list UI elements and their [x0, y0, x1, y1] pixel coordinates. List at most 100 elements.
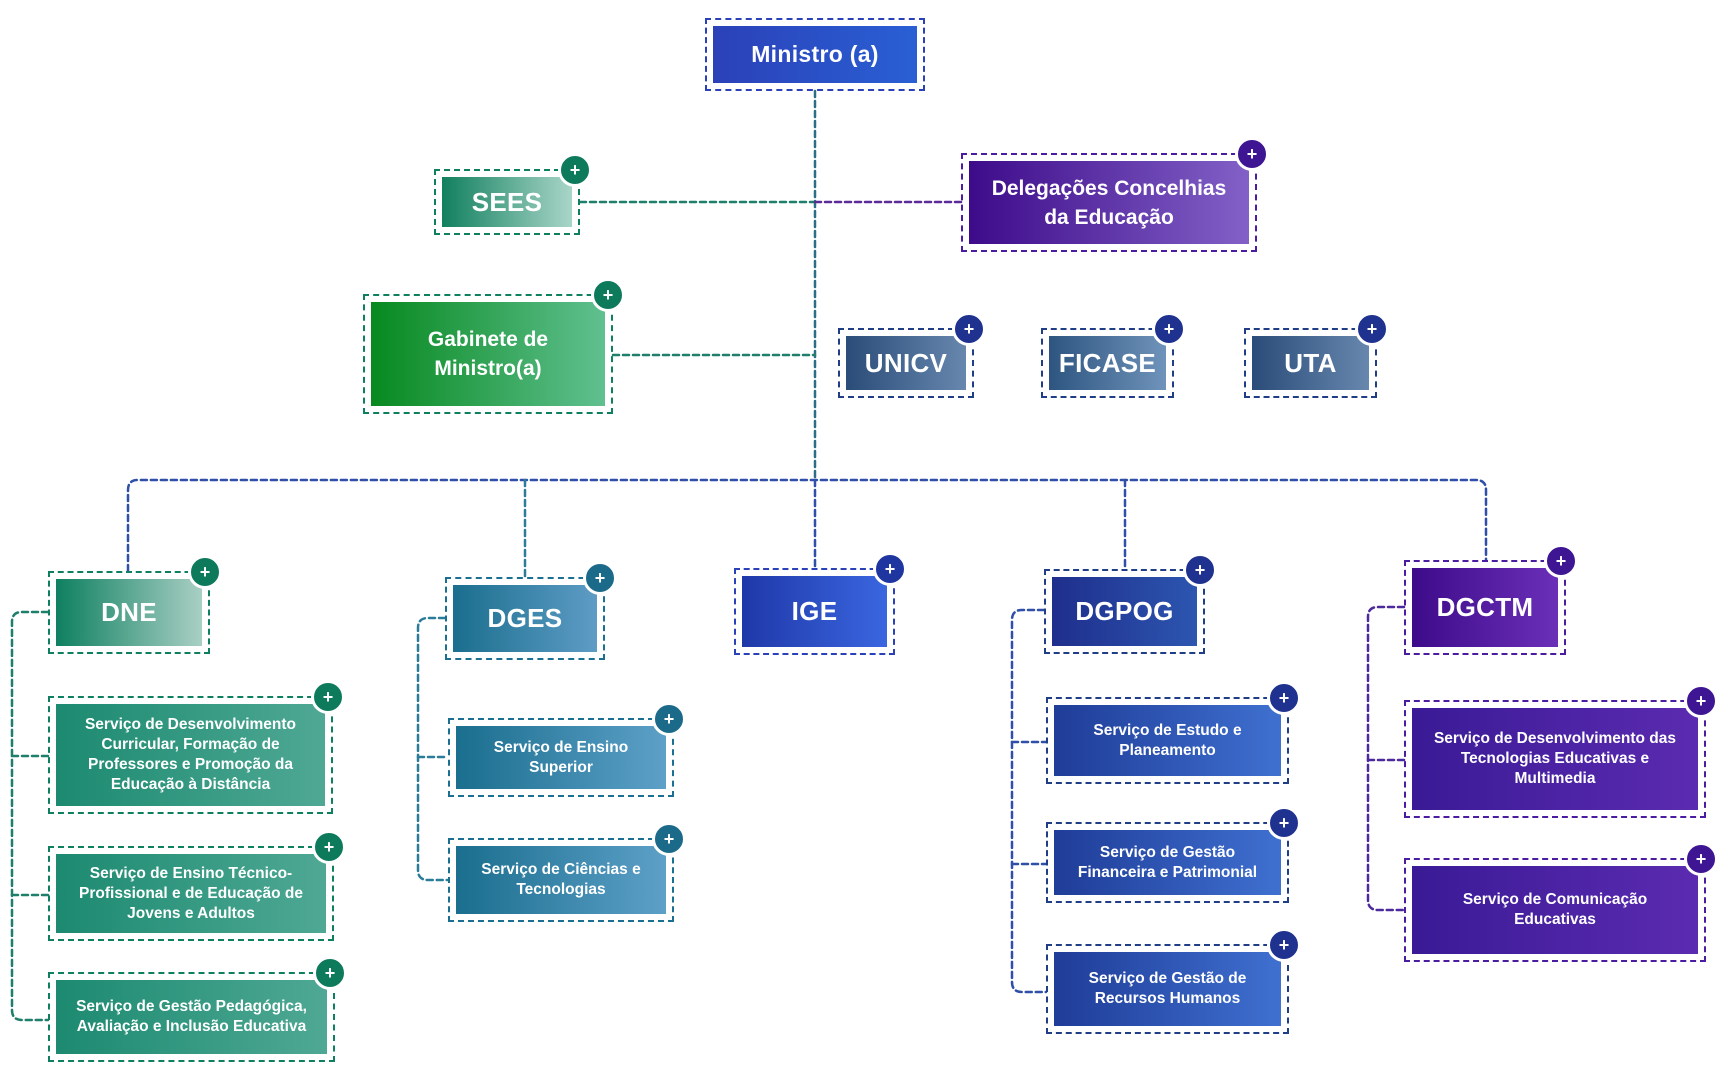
node-dgctm[interactable]: DGCTM + — [1404, 544, 1578, 655]
node-label: Serviço de Gestão Financeira e Patrimoni… — [1077, 843, 1258, 881]
node-frame — [1404, 700, 1706, 818]
expand-plus-icon[interactable]: + — [652, 702, 686, 736]
node-label: Serviço de Ensino Técnico-Profissional e… — [79, 864, 303, 922]
expand-plus-icon[interactable]: + — [591, 278, 625, 312]
node-label: Serviço de Gestão de Recursos Humanos — [1088, 970, 1247, 1007]
node-frame — [48, 972, 335, 1062]
node-sees[interactable]: SEES+ — [434, 153, 592, 235]
node-frame — [48, 571, 210, 654]
node-label: Serviço de Comunicação Educativas — [1462, 891, 1648, 928]
node-dgpog-servico-3[interactable]: Serviço de Gestão de Recursos Humanos + — [1046, 928, 1301, 1034]
node-frame — [734, 568, 895, 655]
node-dges[interactable]: DGES + — [445, 561, 617, 660]
node-label: UNICV — [864, 347, 948, 378]
node-box: DGCTM — [1412, 568, 1558, 647]
expand-plus-icon[interactable]: + — [188, 555, 222, 589]
dges-children-line — [416, 616, 450, 882]
expand-plus-icon[interactable]: + — [312, 830, 346, 864]
node-dne[interactable]: DNE+ — [48, 555, 222, 654]
expand-plus-icon[interactable]: + — [1684, 842, 1718, 876]
node-label: Serviço de Desenvolvimento Curricular, F… — [84, 716, 297, 793]
expand-plus-icon[interactable]: + — [873, 552, 907, 586]
expand-plus-icon[interactable]: + — [1684, 684, 1718, 718]
node-label: Serviço de Gestão Pedagógica, Avaliação … — [76, 998, 307, 1035]
expand-plus-icon[interactable]: + — [1355, 312, 1389, 346]
expand-plus-icon[interactable]: + — [652, 822, 686, 856]
node-frame — [838, 328, 974, 398]
node-uta[interactable]: UTA + — [1244, 312, 1389, 398]
node-frame — [363, 294, 613, 414]
node-box: Serviço de Desenvolvimento das Tecnologi… — [1412, 708, 1698, 810]
node-ige[interactable]: IGE+ — [734, 552, 907, 655]
node-box: IGE — [742, 576, 887, 647]
expand-plus-icon[interactable]: + — [313, 956, 347, 990]
node-box: Gabinete de Ministro(a) — [371, 302, 605, 406]
node-label: Gabinete de Ministro(a) — [427, 328, 549, 380]
node-box: UTA — [1252, 336, 1369, 390]
node-box: Serviço de Gestão Pedagógica, Avaliação … — [56, 980, 327, 1054]
node-box: Ministro (a) — [713, 26, 917, 83]
expand-plus-icon[interactable]: + — [1183, 553, 1217, 587]
node-gabinete[interactable]: Gabinete de Ministro(a) + — [363, 278, 625, 414]
node-label: UTA — [1284, 347, 1337, 378]
node-label: Serviço de Estudo e Planeamento — [1093, 721, 1242, 759]
expand-plus-icon[interactable]: + — [558, 153, 592, 187]
expand-plus-icon[interactable]: + — [1235, 137, 1269, 171]
node-box: Serviço de Gestão Financeira e Patrimoni… — [1054, 830, 1281, 895]
node-label: Serviço de Ciências e Tecnologias — [481, 861, 641, 898]
expand-plus-icon[interactable]: + — [311, 680, 345, 714]
expand-plus-icon[interactable]: + — [1267, 928, 1301, 962]
node-frame — [1046, 944, 1289, 1034]
node-delegacoes[interactable]: Delegações Concelhias da Educação+ — [961, 137, 1269, 252]
node-box: DNE — [56, 579, 202, 646]
expand-plus-icon[interactable]: + — [1544, 544, 1578, 578]
expand-plus-icon[interactable]: + — [952, 312, 986, 346]
node-ficase[interactable]: FICASE+ — [1041, 312, 1186, 398]
node-frame — [48, 846, 334, 941]
node-box: DGES — [453, 585, 597, 652]
node-label: Serviço de Desenvolvimento das Tecnologi… — [1433, 730, 1677, 787]
node-frame — [448, 838, 674, 922]
dne-children-line — [10, 610, 50, 1022]
node-box: Serviço de Desenvolvimento Curricular, F… — [56, 704, 325, 806]
node-label: DGPOG — [1075, 596, 1174, 626]
node-label: Delegações Concelhias da Educação — [991, 176, 1227, 229]
node-box: Serviço de Comunicação Educativas — [1412, 866, 1698, 954]
node-box: Serviço de Ensino Técnico-Profissional e… — [56, 854, 326, 933]
node-dgpog-servico-2[interactable]: Serviço de Gestão Financeira e Patrimoni… — [1046, 806, 1301, 903]
node-box: SEES — [442, 177, 572, 227]
dgctm-children-line — [1366, 605, 1406, 912]
node-dgpog[interactable]: DGPOG + — [1044, 553, 1217, 654]
node-label: Ministro (a) — [751, 41, 879, 67]
node-dgctm-servico-1[interactable]: Serviço de Desenvolvimento das Tecnologi… — [1404, 684, 1718, 818]
node-dges-servico-2[interactable]: Serviço de Ciências e Tecnologias + — [448, 822, 686, 922]
node-label: Serviço de Ensino Superior — [493, 738, 629, 776]
node-dne-servico-1[interactable]: Serviço de Desenvolvimento Curricular, F… — [48, 680, 345, 814]
node-dne-servico-3[interactable]: Serviço de Gestão Pedagógica, Avaliação … — [48, 956, 347, 1062]
node-dges-servico-1[interactable]: Serviço de Ensino Superior + — [448, 702, 686, 797]
node-dgctm-servico-2[interactable]: Serviço de Comunicação Educativas + — [1404, 842, 1718, 962]
node-label: DGCTM — [1436, 592, 1534, 622]
node-frame — [1404, 858, 1706, 962]
node-frame — [1041, 328, 1174, 398]
node-box: Serviço de Gestão de Recursos Humanos — [1054, 952, 1281, 1026]
expand-plus-icon[interactable]: + — [1152, 312, 1186, 346]
node-unicv[interactable]: UNICV+ — [838, 312, 986, 398]
expand-plus-icon[interactable]: + — [583, 561, 617, 595]
node-frame — [1046, 697, 1289, 784]
node-box: DGPOG — [1052, 577, 1197, 646]
node-frame — [448, 718, 674, 797]
node-frame — [445, 577, 605, 660]
node-dne-servico-2[interactable]: Serviço de Ensino Técnico-Profissional e… — [48, 830, 346, 941]
node-dgpog-servico-1[interactable]: Serviço de Estudo e Planeamento + — [1046, 681, 1301, 784]
expand-plus-icon[interactable]: + — [1267, 806, 1301, 840]
node-ministro[interactable]: Ministro (a) — [705, 18, 925, 91]
node-frame — [1046, 822, 1289, 903]
node-box: Delegações Concelhias da Educação — [969, 161, 1249, 244]
expand-plus-icon[interactable]: + — [1267, 681, 1301, 715]
node-box: UNICV — [846, 336, 966, 390]
node-frame — [48, 696, 333, 814]
node-label: DGES — [487, 603, 563, 633]
